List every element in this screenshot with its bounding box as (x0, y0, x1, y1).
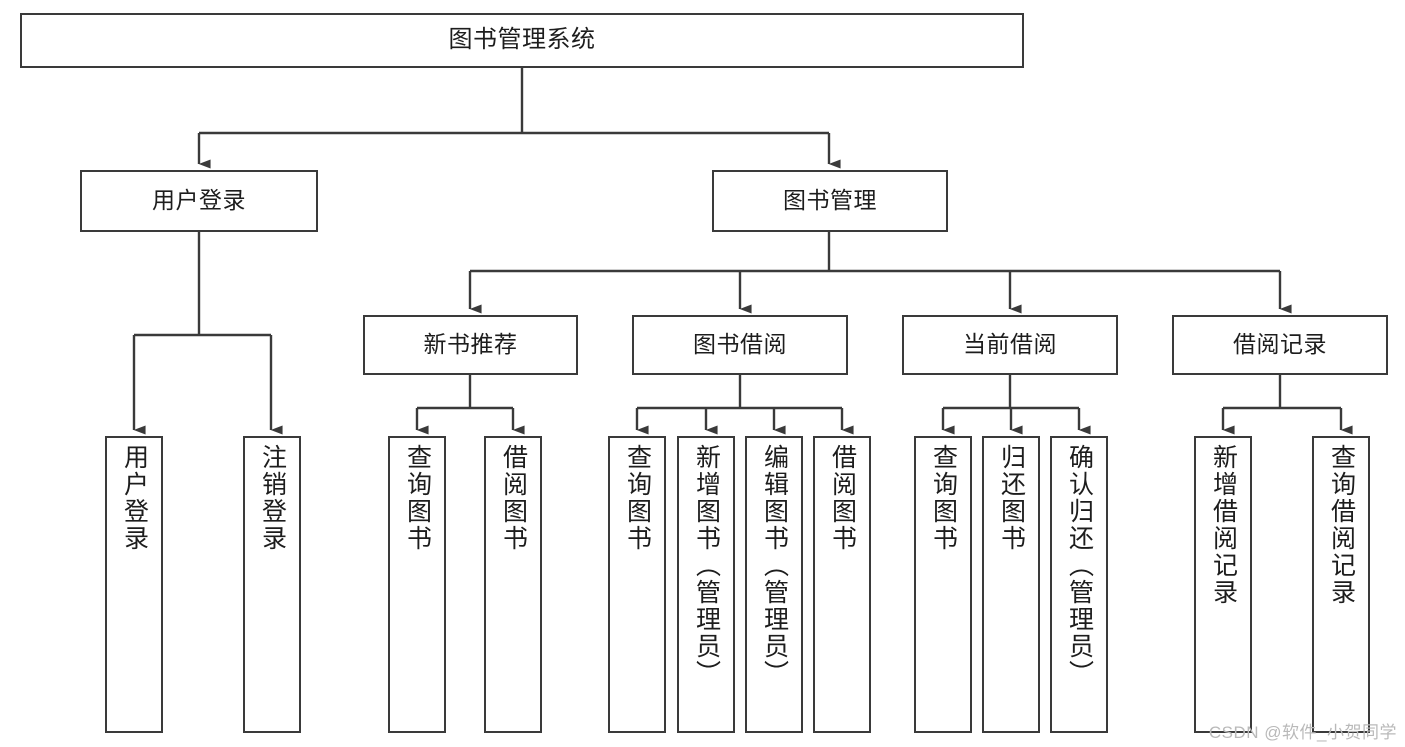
node-leaf-edit-book-label: 编辑图书（管理员） (760, 444, 789, 687)
node-current-borrow[interactable]: 当前借阅 (902, 315, 1118, 375)
node-leaf-borrow-book-2-label: 借阅图书 (828, 444, 857, 552)
node-leaf-user-login[interactable]: 用户登录 (105, 436, 163, 733)
node-book-borrow-label: 图书借阅 (693, 331, 787, 358)
node-leaf-return-book-label: 归还图书 (997, 444, 1026, 552)
node-leaf-query-record-label: 查询借阅记录 (1327, 444, 1356, 606)
node-root[interactable]: 图书管理系统 (20, 13, 1024, 68)
node-leaf-query-book-1-label: 查询图书 (403, 444, 432, 552)
node-leaf-add-book-label: 新增图书（管理员） (692, 444, 721, 687)
node-leaf-borrow-book-2[interactable]: 借阅图书 (813, 436, 871, 733)
node-leaf-query-book-2-label: 查询图书 (623, 444, 652, 552)
node-leaf-user-logout-label: 注销登录 (258, 444, 287, 552)
node-leaf-confirm-return-label: 确认归还（管理员） (1065, 444, 1094, 687)
node-user-login[interactable]: 用户登录 (80, 170, 318, 232)
node-leaf-return-book[interactable]: 归还图书 (982, 436, 1040, 733)
node-leaf-query-book-2[interactable]: 查询图书 (608, 436, 666, 733)
node-leaf-add-record[interactable]: 新增借阅记录 (1194, 436, 1252, 733)
node-leaf-query-book-3[interactable]: 查询图书 (914, 436, 972, 733)
node-new-book-recommend-label: 新书推荐 (423, 331, 518, 358)
node-leaf-confirm-return[interactable]: 确认归还（管理员） (1050, 436, 1108, 733)
node-user-login-label: 用户登录 (152, 187, 246, 214)
node-borrow-record[interactable]: 借阅记录 (1172, 315, 1388, 375)
csdn-watermark: CSDN @软件_小贺同学 (1208, 723, 1397, 742)
node-leaf-borrow-book-1[interactable]: 借阅图书 (484, 436, 542, 733)
node-leaf-user-login-label: 用户登录 (120, 444, 149, 552)
node-book-management[interactable]: 图书管理 (712, 170, 948, 232)
node-leaf-add-book[interactable]: 新增图书（管理员） (677, 436, 735, 733)
node-leaf-borrow-book-1-label: 借阅图书 (499, 444, 528, 552)
node-leaf-query-book-3-label: 查询图书 (929, 444, 958, 552)
node-book-borrow[interactable]: 图书借阅 (632, 315, 848, 375)
node-leaf-add-record-label: 新增借阅记录 (1209, 444, 1238, 606)
node-leaf-edit-book[interactable]: 编辑图书（管理员） (745, 436, 803, 733)
node-leaf-user-logout[interactable]: 注销登录 (243, 436, 301, 733)
node-leaf-query-record[interactable]: 查询借阅记录 (1312, 436, 1370, 733)
node-root-label: 图书管理系统 (448, 26, 596, 54)
node-leaf-query-book-1[interactable]: 查询图书 (388, 436, 446, 733)
node-current-borrow-label: 当前借阅 (963, 331, 1057, 358)
node-new-book-recommend[interactable]: 新书推荐 (363, 315, 578, 375)
node-borrow-record-label: 借阅记录 (1233, 331, 1327, 358)
node-book-management-label: 图书管理 (783, 187, 877, 214)
